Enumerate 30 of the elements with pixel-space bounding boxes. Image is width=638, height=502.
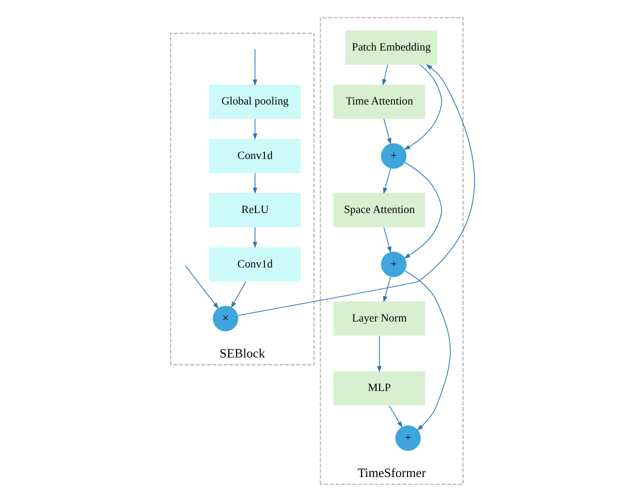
node-box: Space Attention xyxy=(333,193,425,228)
node-circle: + xyxy=(394,425,420,451)
arrow xyxy=(230,281,246,308)
node-circle: × xyxy=(212,306,238,332)
arrow xyxy=(404,270,450,431)
arrow xyxy=(184,265,218,309)
arrow xyxy=(388,405,402,428)
arrow xyxy=(252,172,257,194)
node-circle: + xyxy=(380,252,406,278)
arrow xyxy=(403,162,442,258)
node-box: Global pooling xyxy=(208,84,300,119)
arrow xyxy=(252,226,257,248)
arrow xyxy=(237,64,474,316)
node-box: Layer Norm xyxy=(333,301,425,336)
arrow xyxy=(252,118,257,140)
arrow xyxy=(382,276,390,302)
node-box: Conv1d xyxy=(208,247,300,282)
node-box: Time Attention xyxy=(333,84,425,119)
node-box: ReLU xyxy=(208,193,300,228)
arrow xyxy=(376,335,382,372)
node-box: MLP xyxy=(333,371,425,406)
arrow xyxy=(382,118,391,145)
arrow xyxy=(382,168,390,194)
arrow xyxy=(403,64,442,150)
arrow xyxy=(382,64,388,86)
arrow xyxy=(382,226,391,254)
node-box: Conv1d xyxy=(208,138,300,174)
arrow xyxy=(252,48,257,86)
node-circle: + xyxy=(380,143,406,169)
node-box: Patch Embedding xyxy=(345,30,437,65)
